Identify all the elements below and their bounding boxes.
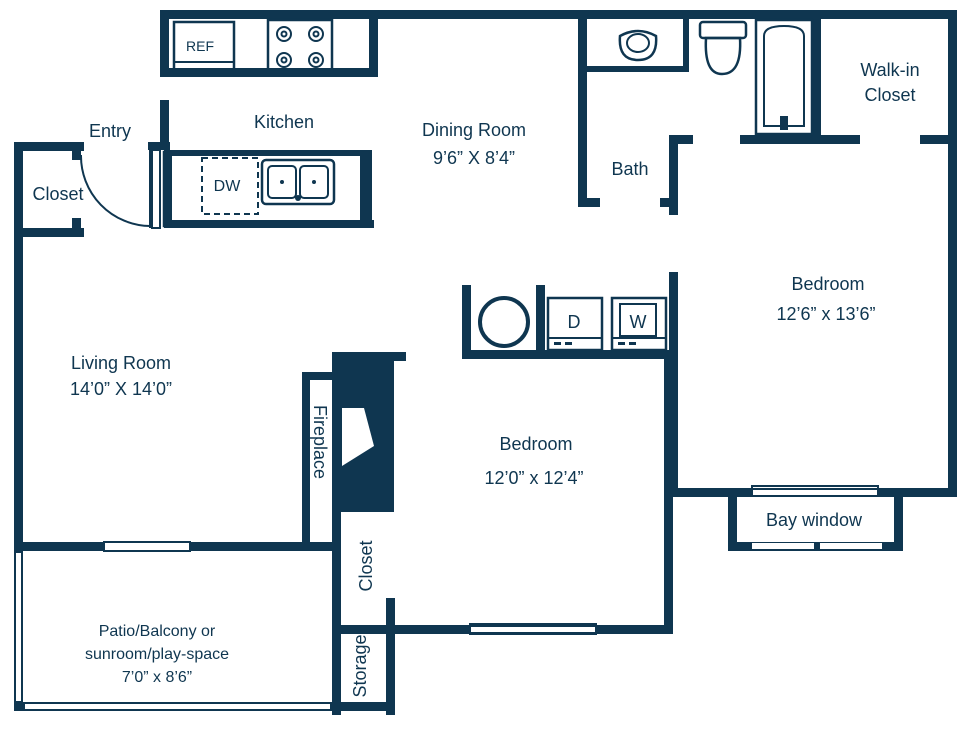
bay-window-label: Bay window [766,510,863,530]
ref-label: REF [186,38,214,54]
bedroom-1-size: 12’6” x 13’6” [776,304,875,324]
bedroom-1-label: Bedroom [791,274,864,294]
stove-icon [266,18,334,74]
walkin-closet-label-2: Closet [864,85,915,105]
dryer-icon [546,296,604,352]
walkin-closet-label-1: Walk-in [860,60,919,80]
patio-label-1: Patio/Balcony or [99,623,216,640]
windows [16,485,882,709]
sink-icon [260,158,336,206]
bathtub-icon [754,18,814,136]
entry-closet-label: Closet [32,184,83,204]
bedroom-2-closet-label: Closet [356,540,376,591]
water-heater-icon [478,296,530,348]
patio-label-2: sunroom/play-space [85,646,229,663]
patio-size: 7’0” x 8’6” [122,669,192,686]
dw-label: DW [214,178,242,195]
bedroom-2-label: Bedroom [499,434,572,454]
washer-label: W [630,312,647,332]
toilet-icon [698,20,748,76]
entry-door [79,149,161,229]
bath-label: Bath [611,159,648,179]
dining-room-label: Dining Room [422,120,526,140]
refrigerator-icon [172,20,236,74]
entry-label: Entry [89,121,131,141]
living-room-size: 14’0” X 14’0” [70,379,172,399]
washer-icon [610,296,668,352]
dishwasher-icon [201,157,259,215]
bath-sink-icon [618,29,658,62]
fireplace-icon [342,408,374,466]
dryer-label: D [568,312,581,332]
kitchen-counter [162,150,374,228]
kitchen-label: Kitchen [254,112,314,132]
dining-room-size: 9’6” X 8’4” [433,148,515,168]
living-room-label: Living Room [71,353,171,373]
storage-label: Storage [350,634,370,697]
bedroom-2-size: 12’0” x 12’4” [484,468,583,488]
fireplace-label: Fireplace [310,405,330,479]
